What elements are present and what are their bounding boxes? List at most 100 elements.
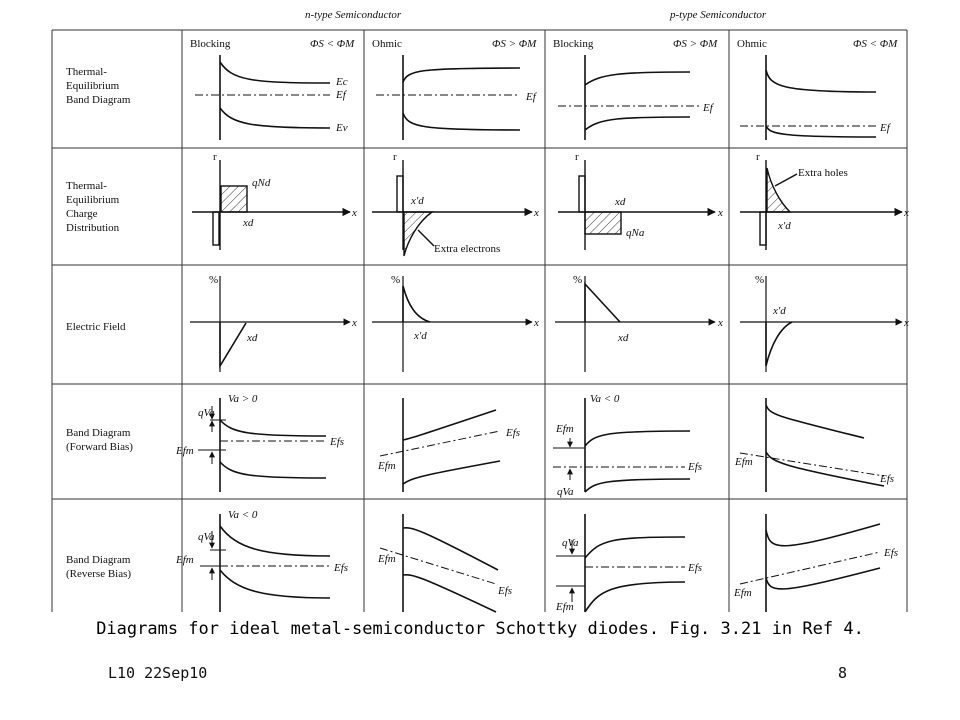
label-va-neg-1: Va < 0 [590, 393, 620, 405]
label-xdp-4: x′d [772, 305, 786, 317]
cell-charge-n-ohmic [372, 160, 533, 257]
label-efs-1: Efs [329, 436, 344, 448]
label-efm-2: Efm [377, 460, 396, 472]
label-extra-holes: Extra holes [798, 167, 848, 179]
header-n-type: n-type Semiconductor [305, 9, 402, 21]
cell-fwd-n-ohmic [379, 398, 501, 492]
label-efm-6: Efm [377, 553, 396, 565]
row-3-label-l1: Electric Field [66, 321, 126, 333]
row-1-label-l3: Band Diagram [66, 94, 131, 106]
label-efs-4: Efs [879, 473, 894, 485]
col-4-condition: ΦS < ΦM [853, 38, 898, 50]
cell-eq-band-n-ohmic [376, 55, 521, 140]
label-x-2: x [533, 207, 539, 219]
label-xd-1: xd [242, 217, 254, 229]
label-efm-8: Efm [733, 587, 752, 599]
cell-field-p-blocking [555, 276, 716, 372]
col-3-label: Blocking [553, 38, 594, 50]
label-x-8: x [903, 317, 909, 329]
label-efm-3: Efm [555, 423, 574, 435]
col-2-label: Ohmic [372, 38, 402, 50]
label-x-4: x [903, 207, 909, 219]
label-field-4: % [755, 274, 764, 286]
label-x-3: x [717, 207, 723, 219]
label-ec: Ec [335, 76, 348, 88]
label-ef-4: Ef [879, 122, 892, 134]
col-1-condition: ΦS < ΦM [310, 38, 355, 50]
cell-fwd-p-blocking [553, 398, 691, 493]
label-qva-4: qVa [562, 537, 579, 549]
cell-fwd-p-ohmic [739, 398, 885, 492]
label-xdp-2: x′d [777, 220, 791, 232]
cell-rev-p-ohmic [739, 514, 881, 612]
cell-field-p-ohmic [740, 276, 903, 372]
figure-caption: Diagrams for ideal metal-semiconductor S… [96, 619, 864, 639]
row-2-label-l3: Charge [66, 208, 98, 220]
label-va-neg-2: Va < 0 [228, 509, 258, 521]
row-1-label-l2: Equilibrium [66, 80, 120, 92]
label-xd-2: xd [614, 196, 626, 208]
cell-eq-band-n-blocking [195, 55, 331, 140]
row-2-label-l4: Distribution [66, 222, 120, 234]
footer-lecture-date: L10 22Sep10 [108, 664, 208, 682]
label-field-3: % [573, 274, 582, 286]
label-rho-4: r [756, 151, 760, 163]
cell-rev-p-blocking [556, 514, 686, 613]
label-ef-3: Ef [702, 102, 715, 114]
label-extra-electrons: Extra electrons [434, 243, 500, 255]
col-3-condition: ΦS > ΦM [673, 38, 718, 50]
row-5-label-l1: Band Diagram [66, 554, 131, 566]
label-ef-1: Ef [335, 89, 348, 101]
row-5-label-l2: (Reverse Bias) [66, 568, 131, 580]
label-efs-2: Efs [505, 427, 520, 439]
label-rho-2: r [393, 151, 397, 163]
label-efm-1: Efm [175, 445, 194, 457]
label-efm-7: Efm [555, 601, 574, 613]
label-xdp-3: x′d [413, 330, 427, 342]
cell-rev-n-blocking [200, 514, 331, 612]
label-x-6: x [533, 317, 539, 329]
label-efs-7: Efs [687, 562, 702, 574]
col-4-label: Ohmic [737, 38, 767, 50]
label-ef-2: Ef [525, 91, 538, 103]
label-field-2: % [391, 274, 400, 286]
row-2-label-l1: Thermal- [66, 180, 107, 192]
cell-field-n-blocking [190, 276, 351, 372]
footer-page-number: 8 [838, 664, 848, 682]
row-4-label-l1: Band Diagram [66, 427, 131, 439]
label-efs-5: Efs [333, 562, 348, 574]
header-p-type: p-type Semiconductor [669, 9, 767, 21]
col-1-label: Blocking [190, 38, 231, 50]
label-rho-3: r [575, 151, 579, 163]
label-x-1: x [351, 207, 357, 219]
cell-eq-band-p-blocking [558, 55, 700, 140]
label-qva-3: qVa [198, 531, 215, 543]
label-xdp-1: x′d [410, 195, 424, 207]
label-efs-6: Efs [497, 585, 512, 597]
label-va-pos: Va > 0 [228, 393, 258, 405]
label-ev: Ev [335, 122, 348, 134]
cell-fwd-n-blocking [198, 398, 327, 492]
row-1-label-l1: Thermal- [66, 66, 107, 78]
label-xd-4: xd [617, 332, 629, 344]
label-qva-1: qVa [198, 407, 215, 419]
col-2-condition: ΦS > ΦM [492, 38, 537, 50]
label-x-5: x [351, 317, 357, 329]
label-efm-4: Efm [734, 456, 753, 468]
row-4-label-l2: (Forward Bias) [66, 441, 133, 453]
label-field-1: % [209, 274, 218, 286]
cell-eq-band-p-ohmic [740, 55, 877, 140]
table-grid [51, 29, 908, 612]
cell-field-n-ohmic [372, 276, 533, 372]
label-efm-5: Efm [175, 554, 194, 566]
label-rho-1: r [213, 151, 217, 163]
cell-charge-n-blocking [192, 160, 351, 250]
label-qva-2: qVa [557, 486, 574, 498]
cell-charge-p-ohmic [740, 160, 903, 250]
label-efs-8: Efs [883, 547, 898, 559]
row-2-label-l2: Equilibrium [66, 194, 120, 206]
label-qnd: qNd [252, 177, 271, 189]
label-xd-3: xd [246, 332, 258, 344]
label-x-7: x [717, 317, 723, 329]
schottky-diagram-figure: n-type Semiconductor p-type Semiconducto… [51, 9, 909, 613]
